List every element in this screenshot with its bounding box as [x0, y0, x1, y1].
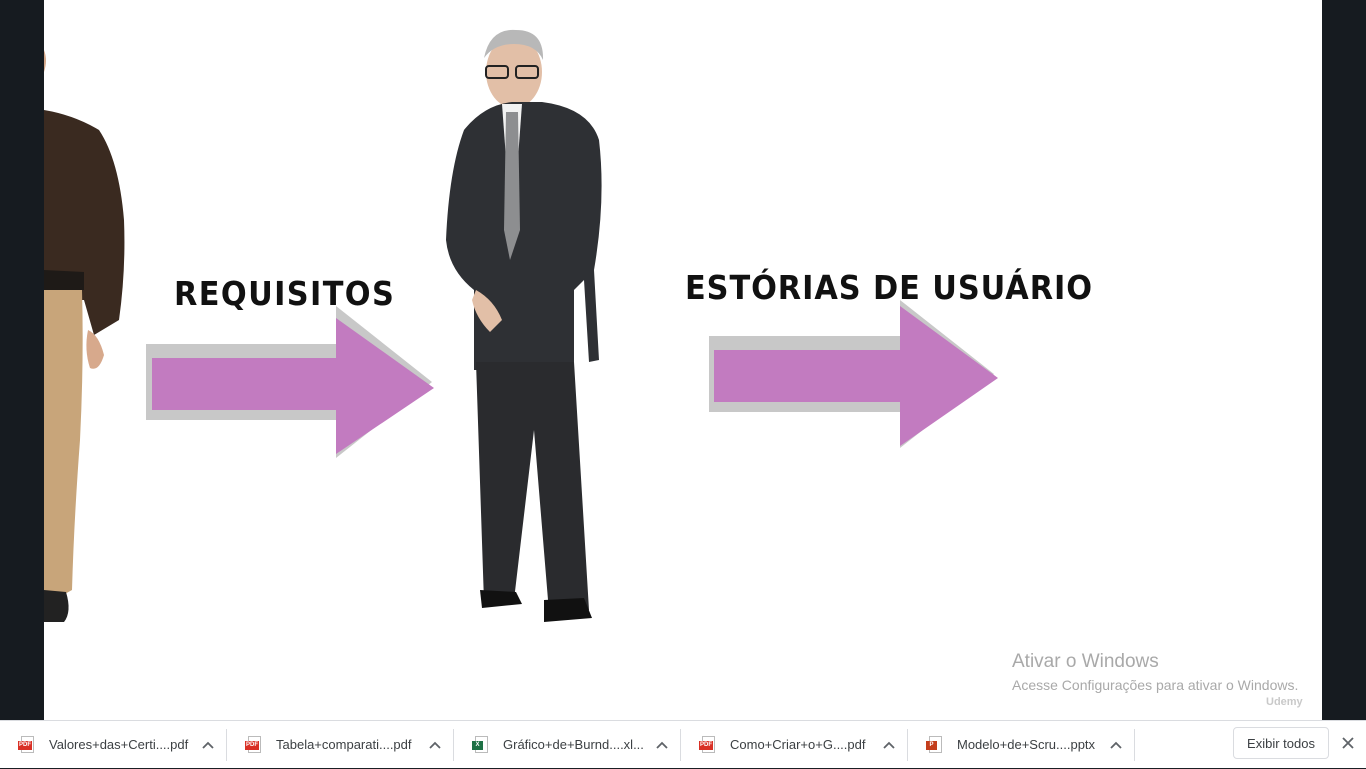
windows-activation-title: Ativar o Windows [1012, 651, 1159, 672]
download-filename: Como+Criar+o+G....pdf [730, 737, 866, 752]
download-item[interactable]: P Modelo+de+Scru....pptx [908, 721, 1135, 769]
udemy-logo: Udemy [1266, 696, 1303, 708]
arrow-user-stories [709, 300, 998, 448]
download-filename: Gráfico+de+Burnd....xl... [503, 737, 644, 752]
chevron-up-icon[interactable] [655, 738, 669, 752]
excel-file-icon: X [472, 735, 489, 754]
download-item[interactable]: PDF Tabela+comparati....pdf [227, 721, 454, 769]
show-all-downloads-button[interactable]: Exibir todos [1233, 727, 1329, 759]
powerpoint-file-icon: P [926, 735, 943, 754]
chevron-up-icon[interactable] [428, 738, 442, 752]
chevron-up-icon[interactable] [201, 738, 215, 752]
video-player[interactable]: REQUISITOS ESTÓRIAS DE USUÁRIO Ativar o … [0, 0, 1366, 720]
slide-canvas: REQUISITOS ESTÓRIAS DE USUÁRIO Ativar o … [44, 0, 1322, 720]
download-item[interactable]: PDF Como+Criar+o+G....pdf [681, 721, 908, 769]
download-filename: Modelo+de+Scru....pptx [957, 737, 1096, 752]
person-left-figure [44, 50, 125, 622]
slide-illustration [44, 29, 998, 622]
chevron-up-icon[interactable] [882, 738, 896, 752]
pdf-file-icon: PDF [699, 735, 716, 754]
windows-activation-subtitle: Acesse Configurações para ativar o Windo… [1012, 677, 1299, 693]
requirements-label: REQUISITOS [174, 274, 396, 313]
download-filename: Valores+das+Certi....pdf [49, 737, 189, 752]
person-center-figure [446, 29, 602, 622]
user-stories-label: ESTÓRIAS DE USUÁRIO [685, 268, 1093, 307]
download-shelf: PDF Valores+das+Certi....pdf PDF Tabela+… [0, 720, 1366, 768]
close-icon[interactable] [1338, 733, 1358, 753]
download-filename: Tabela+comparati....pdf [276, 737, 412, 752]
pdf-file-icon: PDF [245, 735, 262, 754]
download-item[interactable]: X Gráfico+de+Burnd....xl... [454, 721, 681, 769]
download-item[interactable]: PDF Valores+das+Certi....pdf [0, 721, 227, 769]
arrow-requirements [146, 306, 434, 458]
chevron-up-icon[interactable] [1109, 738, 1123, 752]
pdf-file-icon: PDF [18, 735, 35, 754]
